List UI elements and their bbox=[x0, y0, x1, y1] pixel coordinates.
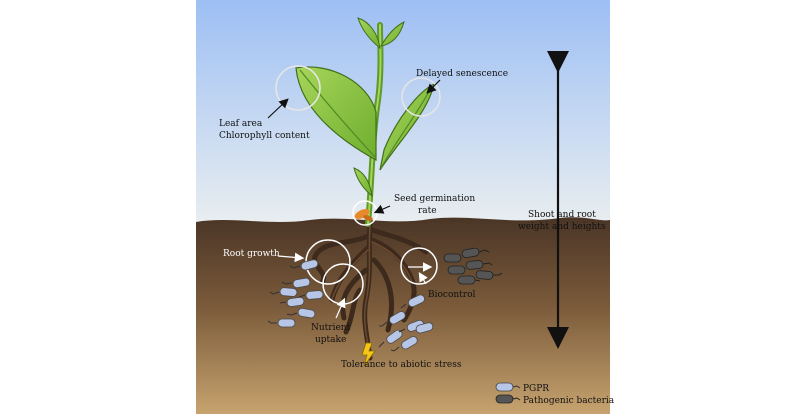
seed-germination-rate-label: rate bbox=[418, 206, 437, 216]
senescence-arrow bbox=[426, 79, 441, 94]
weight-heights-label: weight and heights bbox=[518, 222, 606, 232]
uptake-label: uptake bbox=[315, 335, 346, 345]
biocontrol-circle bbox=[400, 247, 438, 285]
legend-pgpr-label: PGPR bbox=[523, 384, 549, 394]
pgpr-bacteria-cluster bbox=[277, 259, 434, 350]
root-growth-arrow bbox=[277, 252, 305, 263]
senescence-label: Delayed senescence bbox=[416, 69, 508, 79]
leaf-area-arrow bbox=[267, 98, 289, 119]
seed-arrow bbox=[373, 204, 391, 214]
seed-germination-label: Seed germination bbox=[394, 194, 475, 204]
leaf-area-label: Leaf area bbox=[219, 119, 263, 129]
shoot-root-label: Shoot and root bbox=[528, 210, 596, 220]
pathogenic-bacteria-cluster bbox=[443, 247, 494, 285]
tolerance-label: Tolerance to abiotic stress bbox=[341, 360, 462, 370]
legend-pathogen-swatch bbox=[495, 394, 514, 404]
sky-background bbox=[196, 0, 610, 224]
lightning-icon bbox=[361, 342, 376, 367]
chlorophyll-label: Chlorophyll content bbox=[219, 131, 310, 141]
nutrient-arrow bbox=[335, 297, 346, 319]
legend-pathogen-label: Pathogenic bacteria bbox=[523, 396, 615, 406]
small-side-leaf bbox=[353, 167, 373, 198]
top-right-leaf bbox=[380, 21, 405, 47]
nutrient-label: Nutrient bbox=[311, 323, 351, 333]
biocontrol-label: Biocontrol bbox=[428, 290, 476, 300]
legend: PGPR Pathogenic bacteria bbox=[495, 382, 615, 406]
biocontrol-arrow bbox=[418, 271, 428, 285]
senescence-circle bbox=[401, 77, 441, 117]
legend-pgpr-swatch bbox=[495, 382, 514, 392]
root-growth-label: Root growth bbox=[223, 249, 280, 259]
top-left-leaf bbox=[357, 17, 381, 50]
leaf-area-circle bbox=[275, 65, 321, 111]
